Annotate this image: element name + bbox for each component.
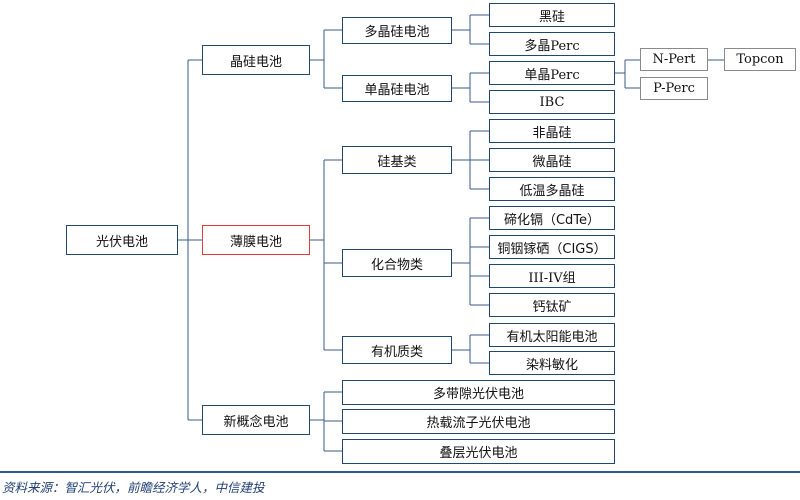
source-note: 资料来源：智汇光伏，前瞻经济学人，中信建投: [2, 480, 265, 495]
node-photovoltaic-cells: 光伏电池: [66, 225, 178, 255]
node-crystalline-silicon: 晶硅电池: [202, 45, 310, 75]
node-topcon: Topcon: [724, 48, 796, 71]
node-multi-si: 多晶硅电池: [342, 17, 452, 44]
node-ibc: IBC: [489, 90, 615, 114]
node-amorphous-si: 非晶硅: [489, 119, 615, 143]
node-micro-si: 微晶硅: [489, 148, 615, 172]
node-si-based: 硅基类: [342, 146, 452, 174]
node-n-pert: N-Pert: [640, 48, 708, 71]
node-thin-film: 薄膜电池: [202, 225, 310, 255]
node-cdte: 碲化镉（CdTe）: [489, 206, 615, 230]
node-mono-si: 单晶硅电池: [342, 75, 452, 102]
node-compound: 化合物类: [342, 249, 452, 277]
node-mono-perc: 单晶Perc: [489, 61, 615, 85]
node-dye-sensitized: 染料敏化: [489, 351, 615, 375]
node-black-si: 黑硅: [489, 3, 615, 27]
node-lowtemp-poly-si: 低温多晶硅: [489, 177, 615, 201]
node-stacked: 叠层光伏电池: [342, 439, 615, 464]
node-multi-perc: 多晶Perc: [489, 32, 615, 56]
node-iii-v: III-IV组: [489, 264, 615, 288]
source-divider: [0, 471, 800, 473]
node-perovskite: 钙钛矿: [489, 293, 615, 317]
node-organic: 有机质类: [342, 336, 452, 364]
node-cigs: 铜铟镓硒（CIGS）: [489, 235, 615, 259]
node-p-perc: P-Perc: [640, 77, 708, 100]
node-hot-carrier: 热载流子光伏电池: [342, 409, 615, 434]
node-multi-bandgap: 多带隙光伏电池: [342, 380, 615, 405]
node-organic-solar: 有机太阳能电池: [489, 323, 615, 347]
node-new-concept: 新概念电池: [202, 405, 310, 435]
